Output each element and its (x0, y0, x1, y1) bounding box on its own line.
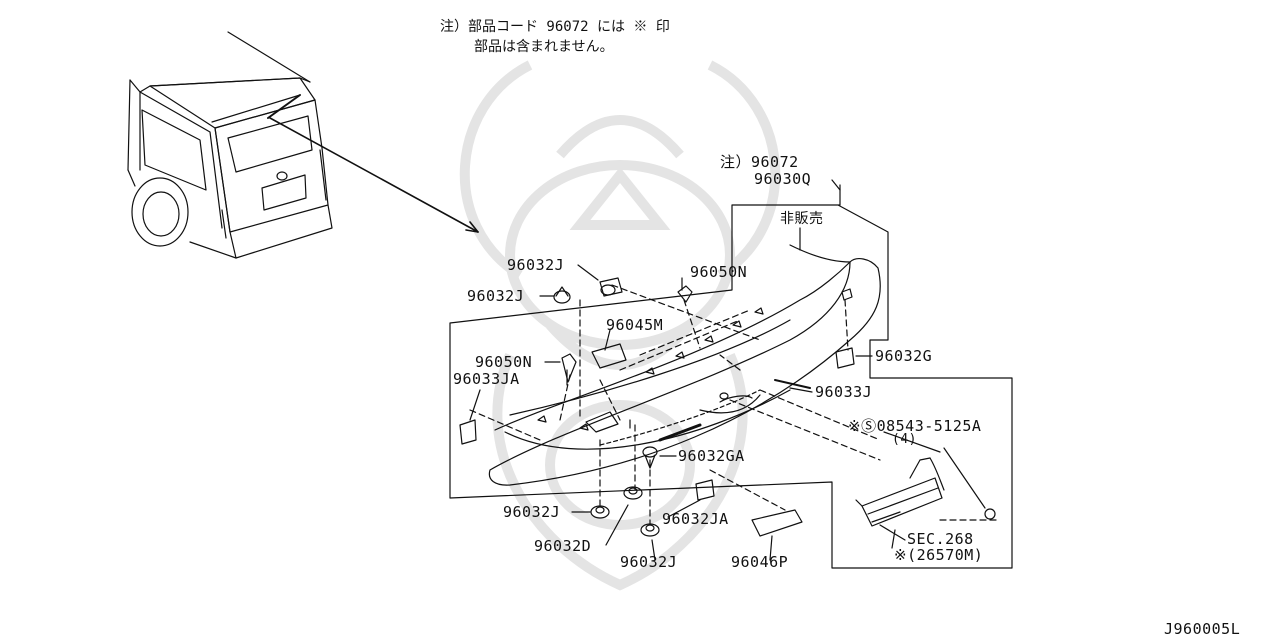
label-96032J-d: 96032J (620, 553, 678, 571)
label-96050N-b: 96050N (475, 353, 533, 371)
bolt-08543 (943, 447, 996, 520)
label-leaders (469, 179, 941, 561)
label-96032JA: 96032JA (662, 510, 729, 528)
stop-lamp (855, 457, 945, 527)
pad-96045M-top (591, 343, 627, 369)
label-08543-5125A: ※Ⓢ08543-5125A (848, 417, 982, 435)
clip-96032J-top (553, 277, 623, 304)
label-96072: 注）96072 (720, 153, 799, 171)
grommets-bottom (590, 486, 660, 537)
label-96032G: 96032G (875, 347, 933, 365)
label-96032J-a: 96032J (507, 256, 565, 274)
clip-holes (537, 307, 764, 431)
label-96032J-c: 96032J (503, 503, 561, 521)
bracket-96033JA (459, 419, 477, 445)
assembly-bracket (449, 184, 1013, 569)
spoiler-body (488, 244, 881, 486)
pointer-arrow (269, 117, 479, 233)
label-96030Q: 96030Q (754, 170, 812, 188)
label-96032J-b: 96032J (467, 287, 525, 305)
pin-96050N (561, 285, 693, 386)
pad-96046P (751, 509, 803, 537)
note-line-1: 注）部品コード 96072 には ※ 印 (440, 19, 670, 35)
label-96032D: 96032D (534, 537, 592, 555)
diagram-id: J960005L (1164, 620, 1241, 638)
pad-96045M-bottom (585, 411, 619, 433)
note-line-2: 部品は含まれません。 (474, 39, 614, 55)
van-rear-view (127, 31, 333, 259)
label-96033JA: 96033JA (453, 370, 520, 388)
label-96045M: 96045M (606, 316, 664, 334)
label-qty-4: (4) (892, 432, 917, 447)
assembly-leaders (469, 284, 1001, 526)
label-26570M: ※(26570M) (894, 546, 984, 564)
clip-96032G (835, 347, 855, 369)
clip-96032JA (695, 479, 715, 501)
label-hihanbai: 非販売 (780, 211, 824, 227)
label-96033J: 96033J (815, 383, 873, 401)
clip-96032GA (642, 446, 658, 469)
label-sec-268: SEC.268 (907, 530, 974, 548)
label-96050N-a: 96050N (690, 263, 748, 281)
label-96046P: 96046P (731, 553, 789, 571)
label-96032GA: 96032GA (678, 447, 745, 465)
